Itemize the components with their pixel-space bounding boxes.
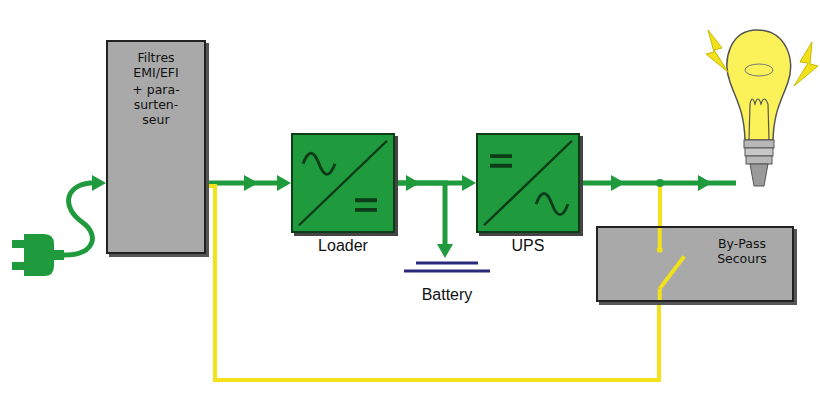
- battery-label: Battery: [422, 286, 473, 304]
- filter-text: + para- surten- seur: [125, 82, 187, 127]
- block-label: UPS: [512, 237, 545, 255]
- bypass-text: By-Pass Secours: [700, 236, 784, 266]
- connector: [206, 186, 659, 380]
- block-label: Loader: [318, 237, 368, 255]
- loader-node: Loader: [291, 133, 395, 233]
- arrow-head: [277, 175, 291, 191]
- converter-symbol: [293, 135, 393, 231]
- battery-symbol: [402, 258, 492, 280]
- filter-node: Filtres EMI/EFI+ para- surten- seur: [106, 40, 206, 254]
- power-cord: [64, 183, 100, 255]
- junction-dot: [656, 179, 664, 187]
- battery-node: Battery: [402, 258, 492, 280]
- bypass-return-line: [658, 186, 662, 226]
- connector: [206, 181, 281, 186]
- bypass-node: By-Pass Secours: [596, 226, 794, 302]
- ups-node: UPS: [476, 133, 580, 233]
- arrow-head: [462, 175, 476, 191]
- connector: [395, 183, 445, 248]
- arrow-head: [437, 244, 453, 258]
- power-plug: [12, 234, 64, 276]
- light-bulb: [727, 30, 791, 186]
- filter-text: Filtres EMI/EFI: [108, 50, 204, 80]
- light-bolt: [706, 30, 728, 72]
- flow-arrow: [92, 175, 106, 191]
- light-bolt: [794, 42, 818, 86]
- converter-symbol: [478, 135, 578, 231]
